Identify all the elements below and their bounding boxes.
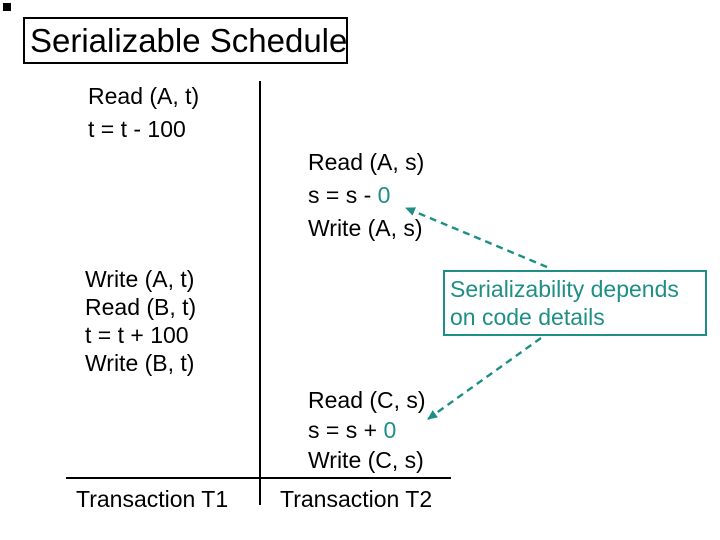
- baseline-rule: [66, 477, 451, 479]
- page-title-text: Serializable Schedule: [30, 22, 348, 59]
- callout-serializability: Serializability depends on code details: [443, 270, 707, 336]
- t2-operations-bottom: Read (C, s) s = s + 0 Write (C, s): [308, 385, 426, 475]
- transaction-t2-label: Transaction T2: [280, 486, 433, 512]
- op-write-a-s: Write (A, s): [308, 215, 423, 241]
- op-write-b-t: Write (B, t): [85, 350, 195, 376]
- op-read-a-s: Read (A, s): [308, 149, 425, 175]
- corner-mark: [3, 3, 11, 11]
- op-t-plus-100: t = t + 100: [85, 322, 189, 348]
- t2-operations-top: Read (A, s) s = s - 0 Write (A, s): [308, 146, 424, 245]
- arrow-to-s-minus-0: [405, 206, 548, 269]
- op-read-c-s: Read (C, s): [308, 387, 426, 413]
- op-read-b-t: Read (B, t): [85, 294, 197, 320]
- op-s-minus-0: s = s - 0: [308, 179, 424, 212]
- op-t-minus-100: t = t - 100: [88, 116, 186, 142]
- highlighted-zero: 0: [377, 182, 391, 208]
- page-title: Serializable Schedule: [23, 17, 348, 64]
- op-s-minus-prefix: s = s -: [308, 182, 378, 208]
- transaction-t1-label: Transaction T1: [76, 486, 229, 512]
- op-s-plus-prefix: s = s +: [308, 417, 384, 443]
- t1-operations-mid: Write (A, t) Read (B, t) t = t + 100 Wri…: [85, 265, 196, 377]
- highlighted-zero: 0: [383, 417, 397, 443]
- column-divider-line: [259, 81, 261, 505]
- callout-line-1: Serializability depends: [450, 276, 679, 302]
- t1-operations-top: Read (A, t) t = t - 100: [88, 80, 199, 146]
- op-write-a-t: Write (A, t): [85, 266, 195, 292]
- arrow-to-s-plus-0: [427, 337, 542, 420]
- op-read-a-t: Read (A, t): [88, 83, 200, 109]
- op-write-c-s: Write (C, s): [308, 447, 424, 473]
- op-s-plus-0: s = s + 0: [308, 415, 426, 445]
- callout-line-2: on code details: [450, 304, 605, 330]
